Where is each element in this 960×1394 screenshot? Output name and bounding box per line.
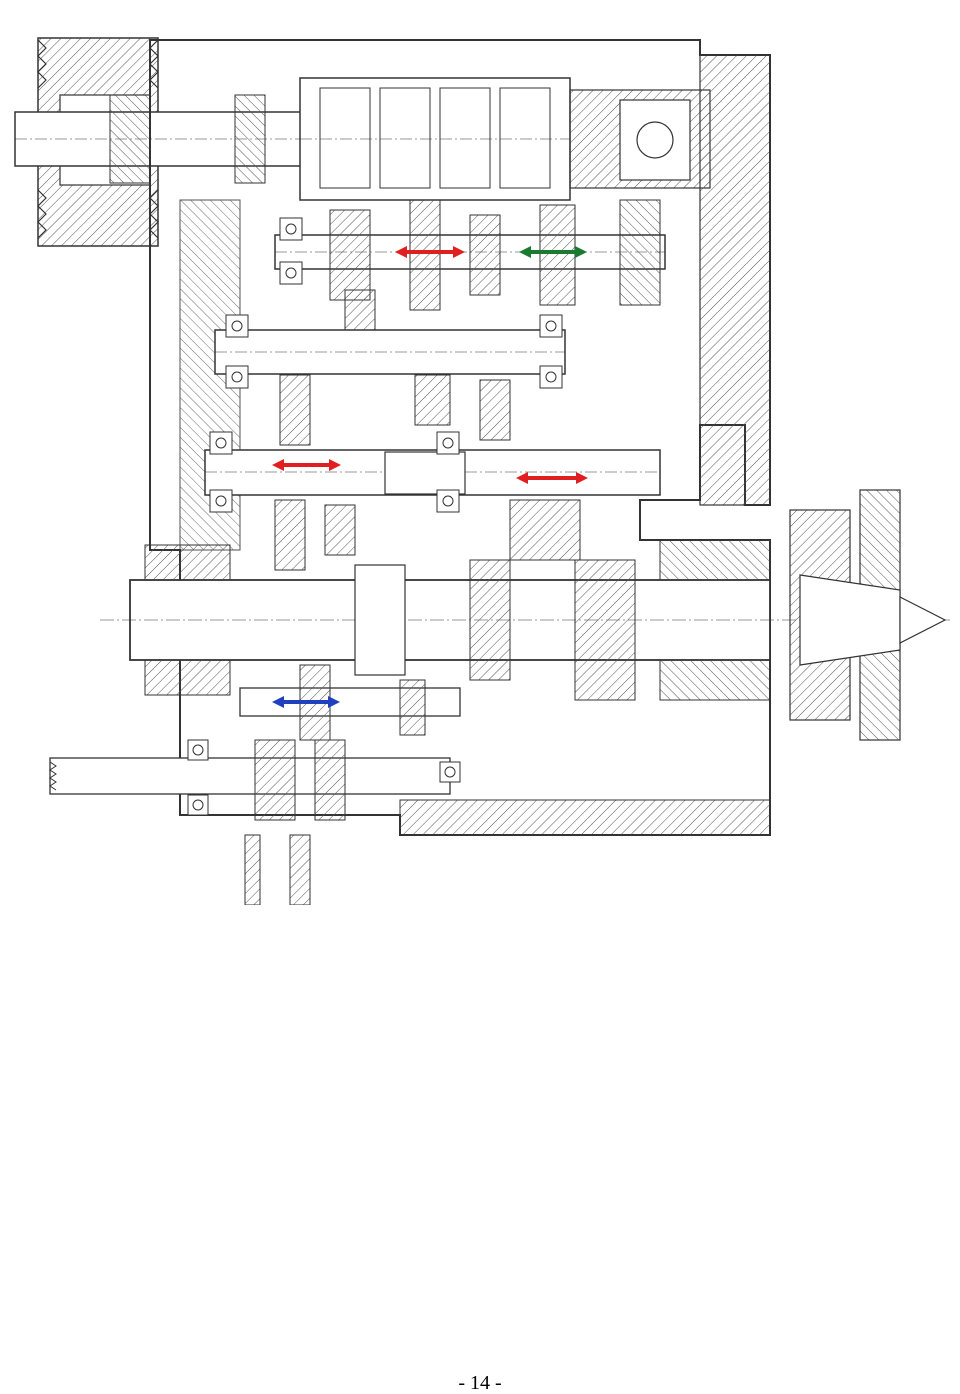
middle-shaft bbox=[214, 289, 566, 446]
shift-arrows bbox=[272, 246, 588, 708]
upper-intermediate-shaft bbox=[274, 199, 666, 311]
bearings bbox=[187, 217, 563, 816]
page-number: - 14 - bbox=[458, 1372, 502, 1394]
input-shaft bbox=[14, 94, 306, 184]
clutch-pack bbox=[299, 77, 571, 201]
shift-arrow-blue-lower bbox=[272, 696, 340, 708]
shift-arrow-red-middle-left bbox=[272, 459, 341, 471]
shift-arrow-green-upper-right bbox=[519, 246, 587, 258]
brake-coupling bbox=[569, 89, 711, 189]
shift-arrow-red-upper-left bbox=[395, 246, 465, 258]
spindle-nose-chuck bbox=[789, 489, 947, 741]
output-shaft bbox=[49, 739, 451, 821]
gearbox-cross-section-drawing bbox=[14, 37, 950, 905]
shift-arrow-red-middle-right bbox=[516, 472, 588, 484]
lower-intermediate-shaft bbox=[204, 449, 661, 571]
main-spindle bbox=[100, 539, 950, 701]
